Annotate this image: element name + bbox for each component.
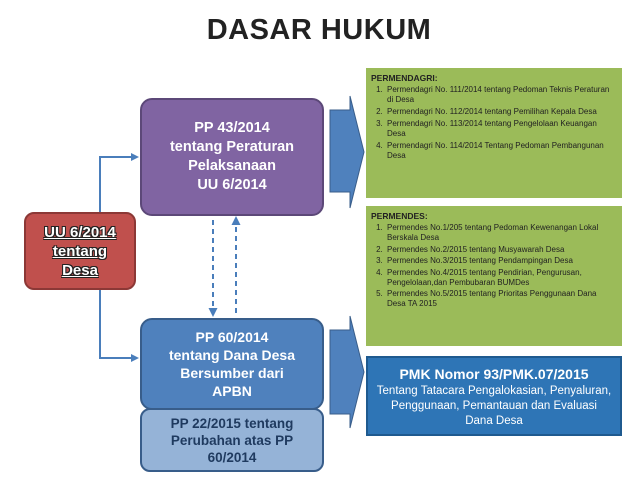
pmk-title: PMK Nomor 93/PMK.07/2015 <box>399 366 589 382</box>
permendagri-panel: PERMENDAGRI: Permendagri No. 111/2014 te… <box>366 68 622 198</box>
permendes-list: Permendes No.1/205 tentang Pedoman Kewen… <box>371 223 616 309</box>
page-title: DASAR HUKUM <box>206 14 432 46</box>
pp-60-2014-box: PP 60/2014 tentang Dana Desa Bersumber d… <box>140 318 324 410</box>
permendes-item: Permendes No.1/205 tentang Pedoman Kewen… <box>385 223 616 243</box>
permendagri-item: Permendagri No. 113/2014 tentang Pengelo… <box>385 119 616 139</box>
pp-22-2015-box: PP 22/2015 tentang Perubahan atas PP 60/… <box>140 408 324 472</box>
block-arrow-pp43 <box>329 95 365 209</box>
permendagri-item: Permendagri No. 112/2014 tentang Pemilih… <box>385 107 616 117</box>
uu-6-2014-box: UU 6/2014 tentang Desa <box>24 212 136 290</box>
pmk-box: PMK Nomor 93/PMK.07/2015 Tentang Tatacar… <box>366 356 622 436</box>
permendagri-list: Permendagri No. 111/2014 tentang Pedoman… <box>371 85 616 161</box>
permendagri-item: Permendagri No. 111/2014 tentang Pedoman… <box>385 85 616 105</box>
block-arrow-pp60 <box>329 315 365 429</box>
uu-label: UU 6/2014 tentang Desa <box>44 223 116 279</box>
connector-uu-to-pp43 <box>99 153 139 212</box>
pp-43-2014-box: PP 43/2014 tentang Peraturan Pelaksanaan… <box>140 98 324 216</box>
permendagri-item: Permendagri No. 114/2014 Tentang Pedoman… <box>385 141 616 161</box>
permendagri-heading: PERMENDAGRI: <box>371 73 438 83</box>
permendes-heading: PERMENDES: <box>371 211 428 221</box>
permendes-item: Permendes No.2/2015 tentang Musyawarah D… <box>385 245 616 255</box>
connector-uu-to-pp60 <box>99 290 139 362</box>
permendes-panel: PERMENDES: Permendes No.1/205 tentang Pe… <box>366 206 622 346</box>
permendes-item: Permendes No.3/2015 tentang Pendampingan… <box>385 256 616 266</box>
permendes-item: Permendes No.4/2015 tentang Pendirian, P… <box>385 268 616 288</box>
permendes-item: Permendes No.5/2015 tentang Prioritas Pe… <box>385 289 616 309</box>
pmk-description: Tentang Tatacara Pengalokasian, Penyalur… <box>376 385 612 427</box>
